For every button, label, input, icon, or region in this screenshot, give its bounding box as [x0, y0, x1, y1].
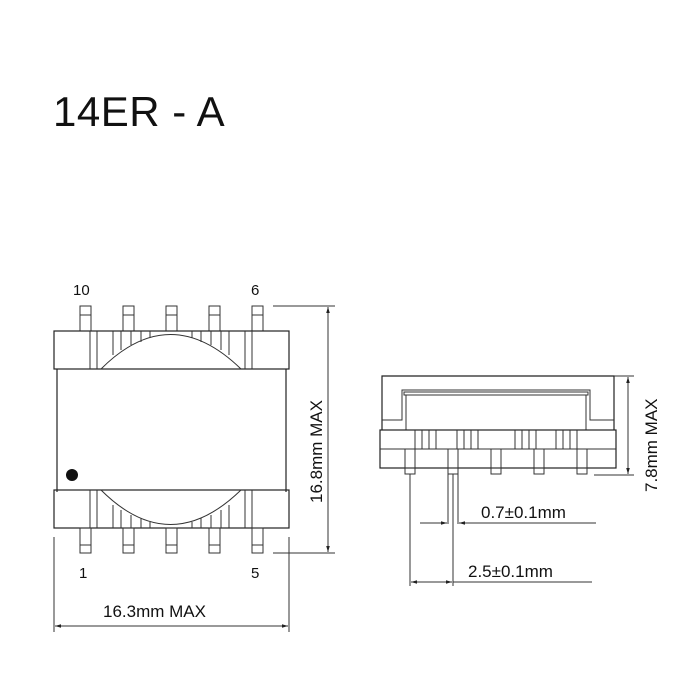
side-pins — [404, 448, 588, 475]
part-title: 14ER - A — [53, 88, 226, 135]
height-dim-label: 16.8mm MAX — [307, 400, 326, 503]
bottom-flange — [53, 489, 290, 529]
pin-label-1: 1 — [79, 565, 87, 582]
side-height-dim-label: 7.8mm MAX — [642, 398, 661, 492]
pin-label-6: 6 — [251, 282, 259, 299]
width-dim-label: 16.3mm MAX — [103, 602, 206, 621]
side-view: 7.8mm MAX 0.7±0.1mm 2.5±0.1mm — [379, 375, 661, 586]
top-pins — [79, 305, 264, 332]
side-height-dimension: 7.8mm MAX — [594, 375, 661, 492]
bottom-pins — [79, 527, 264, 554]
pin-width-dim-label: 0.7±0.1mm — [481, 503, 566, 522]
top-flange — [53, 330, 290, 370]
width-dimension: 16.3mm MAX — [53, 537, 290, 632]
pin-label-10: 10 — [73, 282, 90, 299]
pin-pitch-dim-label: 2.5±0.1mm — [468, 562, 553, 581]
pin1-marker-dot — [66, 469, 78, 481]
pin-label-5: 5 — [251, 565, 259, 582]
top-view: 10 6 1 5 16.3mm MAX 16.8mm MAX — [53, 282, 335, 632]
pin-dimensions: 0.7±0.1mm 2.5±0.1mm — [409, 474, 596, 586]
height-dimension: 16.8mm MAX — [273, 305, 335, 554]
